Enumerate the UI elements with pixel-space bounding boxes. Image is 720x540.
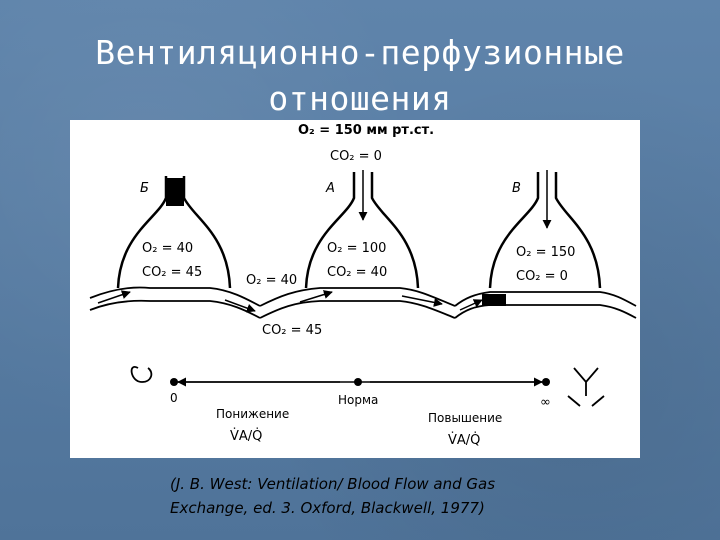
capillary-v-obstruction <box>482 294 506 306</box>
vq-diagram-svg: O₂ = 150 мм рт.ст. CO₂ = 0 Б O₂ = 40 CO₂… <box>70 120 640 458</box>
scale-ratio-right: V̇A/Q̇ <box>448 433 480 448</box>
unit-b-letter: Б <box>140 181 149 196</box>
open-airway-icon <box>568 368 604 406</box>
title-line-1: Вентиляционно-перфузионные <box>60 30 660 76</box>
inspired-co2-label: CO₂ = 0 <box>330 149 382 164</box>
capillary-a-top <box>260 288 455 306</box>
closed-alveolus-icon <box>132 367 152 382</box>
capillary-a-bottom <box>260 301 455 318</box>
scale-infinity-label: ∞ <box>540 395 551 410</box>
unit-b-o2: O₂ = 40 <box>142 241 193 256</box>
scale-point-normal <box>354 378 362 386</box>
alveolus-unit-v <box>455 170 636 318</box>
unit-a-co2: CO₂ = 40 <box>327 265 387 280</box>
unit-a-o2: O₂ = 100 <box>327 241 386 256</box>
scale-zero-label: 0 <box>170 391 178 405</box>
caption-line-1: (J. B. West: Ventilation/ Blood Flow and… <box>170 472 690 496</box>
caption-line-2: Exchange, ed. 3. Oxford, Blackwell, 1977… <box>170 496 690 520</box>
title-line-2: отношения <box>60 76 660 122</box>
vq-diagram: O₂ = 150 мм рт.ст. CO₂ = 0 Б O₂ = 40 CO₂… <box>70 120 640 458</box>
airway-b-obstruction <box>166 178 184 206</box>
scale-point-infinity <box>542 378 550 386</box>
figure-caption: (J. B. West: Ventilation/ Blood Flow and… <box>170 472 690 520</box>
scale-point-zero <box>170 378 178 386</box>
unit-v-letter: В <box>512 181 521 196</box>
scale-left-label: Понижение <box>216 407 289 421</box>
slide-title: Вентиляционно-перфузионные отношения <box>60 30 660 122</box>
unit-a-letter: А <box>325 181 335 196</box>
scale-ratio-left: V̇A/Q̇ <box>230 429 262 444</box>
venous-o2-label: O₂ = 40 <box>246 273 297 288</box>
unit-v-co2: CO₂ = 0 <box>516 269 568 284</box>
venous-co2-label: CO₂ = 45 <box>262 323 322 338</box>
inspired-o2-label: O₂ = 150 мм рт.ст. <box>298 123 434 138</box>
scale-center-label: Норма <box>338 393 378 407</box>
unit-b-co2: CO₂ = 45 <box>142 265 202 280</box>
unit-v-o2: O₂ = 150 <box>516 245 575 260</box>
scale-right-label: Повышение <box>428 411 502 425</box>
capillary-v-bottom <box>455 305 636 318</box>
